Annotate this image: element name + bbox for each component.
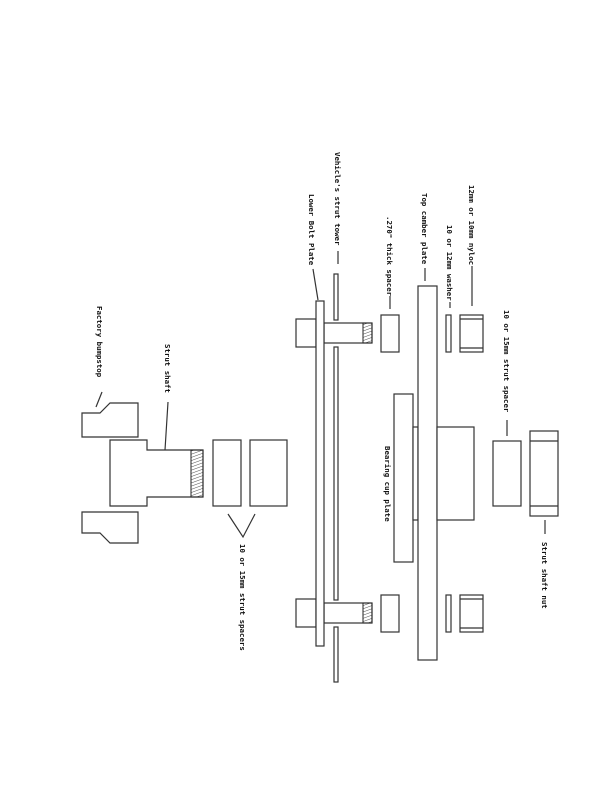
bearing-cup-plate [393, 393, 414, 563]
label-washer: 10 or 12mm washer [445, 225, 454, 301]
bearing-cup-neck [412, 426, 419, 521]
label-lower-bolt-plate: Lower Bolt Plate [307, 194, 316, 266]
nyloc-top [459, 314, 484, 353]
label-nyloc: 12mm or 10mm nyloc [467, 185, 476, 265]
strut-spacer-2 [249, 439, 288, 507]
leader-lines [95, 251, 546, 534]
lower-bolt-plate [295, 300, 373, 647]
thick-spacer-bottom [380, 594, 400, 633]
label-top-camber-plate: Top camber plate [420, 193, 429, 265]
thick-spacer-top [380, 314, 400, 353]
label-strut-spacer: 10 or 15mm strut spacer [502, 310, 511, 413]
stud-head-bottom [295, 598, 317, 628]
vehicle-strut-tower [333, 273, 339, 683]
label-thick-spacer: .270" thick spacer [385, 216, 394, 297]
strut-spacer-1 [212, 439, 242, 507]
label-vehicle-strut-tower: Vehicle's strut tower [333, 152, 342, 246]
strut-shaft [109, 439, 204, 507]
label-strut-shaft: Strut shaft [163, 344, 172, 393]
bearing-cup [436, 426, 475, 521]
strut-shaft-nut [529, 430, 559, 517]
stud-thread-top [362, 322, 373, 344]
nyloc-bottom [459, 594, 484, 633]
lower-bolt-plate-bar [315, 300, 325, 647]
stud-head-top [295, 318, 317, 348]
stud-thread-bottom [362, 602, 373, 624]
label-bearing-cup-plate: Bearing cup plate [383, 446, 392, 522]
bumpstop-bottom [81, 511, 139, 544]
bumpstop-top [81, 402, 139, 438]
washer-bottom [445, 594, 452, 633]
washer-top [445, 314, 452, 353]
strut-spacer [492, 440, 522, 507]
shaft-thread [190, 449, 204, 498]
label-strut-spacers: 10 or 15mm strut spacers [238, 544, 247, 651]
spacers-leader [227, 513, 256, 539]
top-camber-plate [417, 285, 438, 661]
label-factory-bumpstop: Factory bumpstop [95, 306, 104, 378]
label-strut-shaft-nut: Strut shaft nut [540, 542, 549, 609]
